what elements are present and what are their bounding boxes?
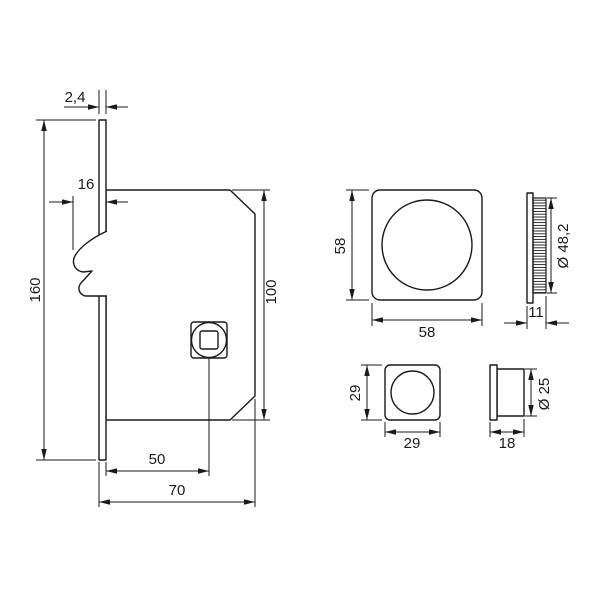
dim-label-large-pull-height: 58	[332, 238, 349, 255]
dim-label-hook-projection: 16	[78, 176, 95, 193]
dim-label-case-height: 100	[263, 279, 280, 304]
dim-label-faceplate-height: 160	[27, 277, 44, 302]
dim-label-faceplate-thickness: 2,4	[65, 89, 86, 106]
dim-label-large-pull-thickness: 11	[528, 304, 544, 321]
dim-label-small-pull-height: 29	[347, 385, 364, 402]
hook-bolt-fill	[73, 231, 107, 296]
lock-case-outline	[105, 189, 256, 421]
spindle-hole-square	[199, 330, 219, 350]
dim-label-case-depth: 70	[169, 482, 186, 499]
large-pull-recess-circle	[381, 199, 473, 291]
dim-label-knurl-diameter: Ø 48,2	[555, 223, 572, 268]
large-pull-side-flange	[526, 192, 534, 304]
small-pull-side-body	[496, 368, 525, 417]
dim-label-cup-diameter: Ø 25	[536, 378, 553, 411]
dim-label-backset: 50	[149, 451, 166, 468]
dim-label-small-pull-depth: 18	[499, 435, 516, 452]
dim-label-small-pull-width: 29	[404, 435, 421, 452]
small-pull-cup-circle	[390, 370, 435, 415]
dim-label-large-pull-width: 58	[419, 324, 436, 341]
hook-bolt-outline	[72, 230, 108, 297]
small-pull-side-flange	[489, 364, 498, 421]
large-pull-knurl	[532, 197, 547, 294]
